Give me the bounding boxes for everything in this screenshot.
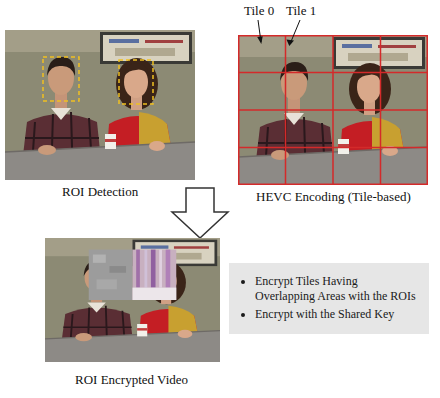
process-arrow — [172, 188, 228, 238]
bullet-text: Encrypt with the Shared Key — [255, 307, 419, 322]
tile-label: Tile 0 — [244, 3, 274, 18]
panel-caption: ROI Encrypted Video — [75, 372, 188, 387]
note-box: Encrypt Tiles Having Overlapping Areas w… — [229, 263, 429, 334]
tile-grid — [238, 35, 428, 185]
encrypted-tile — [89, 250, 133, 300]
bullet-item: Encrypt Tiles Having Overlapping Areas w… — [239, 274, 419, 304]
photo-encrypted — [45, 238, 220, 362]
photo-tiles — [238, 35, 428, 185]
bullet-item: Encrypt with the Shared Key — [239, 307, 419, 322]
tile-label: Tile 1 — [286, 3, 316, 18]
panel-caption: ROI Detection — [62, 184, 138, 199]
encrypted-tile — [133, 250, 177, 300]
roi-box — [119, 60, 153, 104]
bullet-dot — [241, 280, 245, 284]
roi-box — [43, 57, 79, 101]
bullet-dot — [241, 313, 245, 317]
bullet-text: Encrypt Tiles Having Overlapping Areas w… — [255, 274, 419, 304]
photo-roi-detection — [5, 30, 195, 180]
panel-caption: HEVC Encoding (Tile-based) — [256, 189, 411, 204]
